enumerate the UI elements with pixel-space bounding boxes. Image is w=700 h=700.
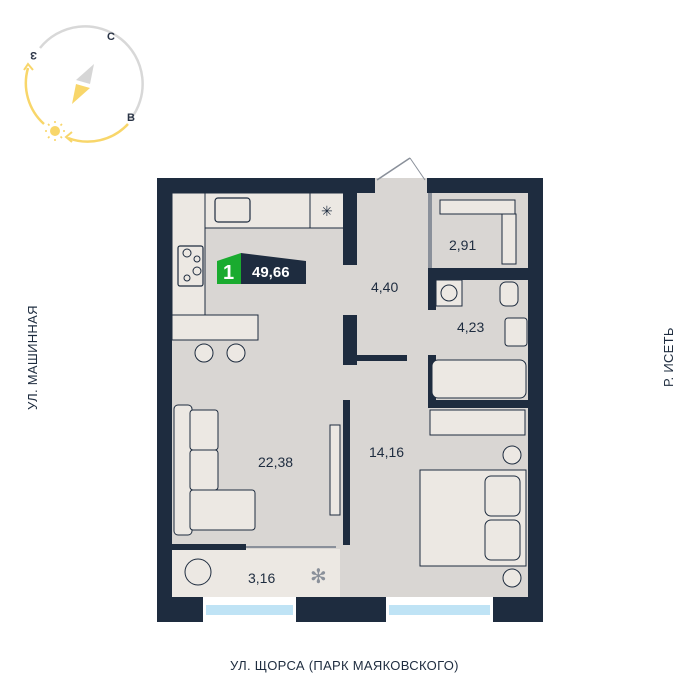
compass-east: В — [127, 112, 135, 124]
plant-icon: ✻ — [310, 566, 327, 588]
total-area: 49,66 — [252, 264, 290, 281]
compass-arrow-icon — [72, 64, 94, 104]
compass-north: С — [107, 31, 115, 43]
bathtub-icon — [431, 359, 527, 399]
washbasin-icon — [504, 317, 528, 347]
compass: С З В — [23, 25, 144, 143]
rooms-count: 1 — [223, 262, 234, 284]
washer-icon — [435, 279, 463, 307]
compass-ring — [39, 25, 144, 121]
toilet-icon — [499, 281, 519, 307]
table — [171, 314, 259, 341]
area-living: 22,38 — [258, 454, 293, 470]
compass-west: З — [30, 49, 37, 61]
tv-stand — [329, 424, 341, 516]
sun-icon — [45, 121, 65, 141]
wardrobe — [429, 409, 526, 436]
armchair-icon — [184, 558, 212, 586]
sink-icon — [214, 197, 251, 223]
svg-text:✳: ✳ — [321, 203, 333, 219]
area-bathroom: 4,23 — [457, 319, 484, 335]
apartment-badge: 1 49,66 — [217, 253, 306, 284]
area-balcony: 3,16 — [248, 570, 275, 586]
area-hall: 4,40 — [371, 279, 398, 295]
sofa-icon — [173, 404, 256, 536]
street-bottom: УЛ. ЩОРСА (ПАРК МАЯКОВСКОГО) — [230, 658, 459, 673]
street-right: Р. ИСЕТЬ — [661, 327, 676, 387]
area-bedroom: 14,16 — [369, 444, 404, 460]
street-left: УЛ. МАШИННАЯ — [25, 305, 40, 410]
fridge-icon — [309, 192, 346, 229]
kitchen: ✳ — [171, 192, 346, 363]
area-storage: 2,91 — [449, 237, 476, 253]
